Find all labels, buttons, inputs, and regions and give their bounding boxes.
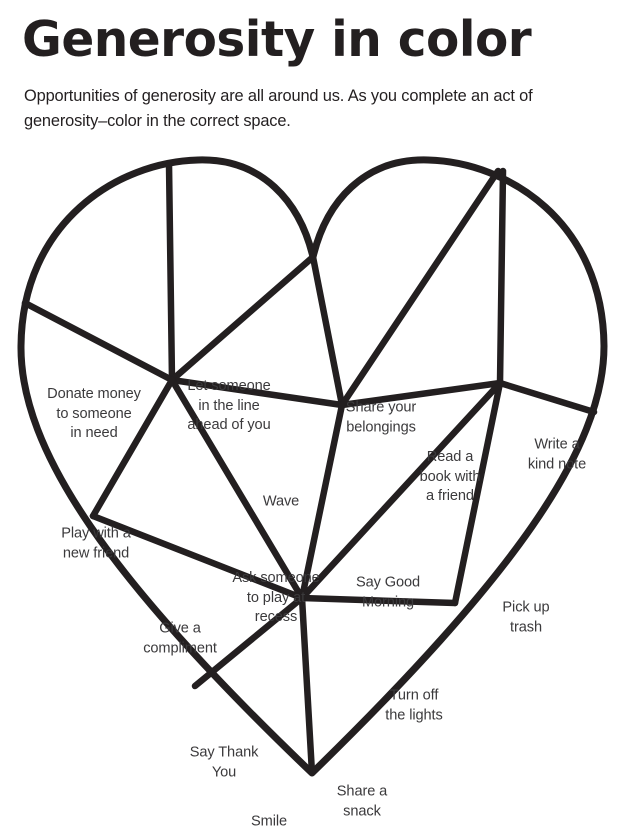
heart-outline-path (17, 156, 608, 777)
divider-left-vertical (165, 160, 176, 384)
divider-lefthub-midhub (168, 376, 346, 409)
divider-letsomeone-wave (168, 253, 317, 384)
page-title: Generosity in color (22, 11, 532, 68)
divider-saygood-turnoff (298, 379, 504, 602)
page-subtitle: Opportunities of generosity are all arou… (24, 87, 533, 130)
divider-write-kind-note (496, 167, 507, 387)
heart-svg (17, 156, 608, 777)
divider-donate-play (21, 299, 176, 384)
divider-turnoff-sharesnack (298, 594, 459, 607)
divider-saythank-smile (191, 594, 306, 690)
region-label-smile: Smile (251, 813, 287, 830)
heart-coloring-diagram: Donate money to someone in need Let some… (0, 150, 642, 829)
divider-play-give (89, 376, 176, 520)
worksheet-page: Generosity in color Opportunities of gen… (0, 11, 642, 830)
divider-shareyour-readbook (338, 167, 502, 409)
heart-division-lines (21, 160, 598, 777)
divider-pickup-inner (451, 379, 504, 607)
divider-smile-sharesnack (298, 594, 316, 777)
region-label-share-a-snack: Share a snack (336, 783, 388, 820)
divider-write-pickup (496, 379, 598, 416)
divider-give-saythank (89, 512, 306, 602)
divider-wave-share (309, 253, 346, 409)
divider-ask-saygood (298, 401, 346, 602)
divider-give-ask (168, 376, 306, 602)
divider-midhub-righthub (338, 379, 504, 409)
